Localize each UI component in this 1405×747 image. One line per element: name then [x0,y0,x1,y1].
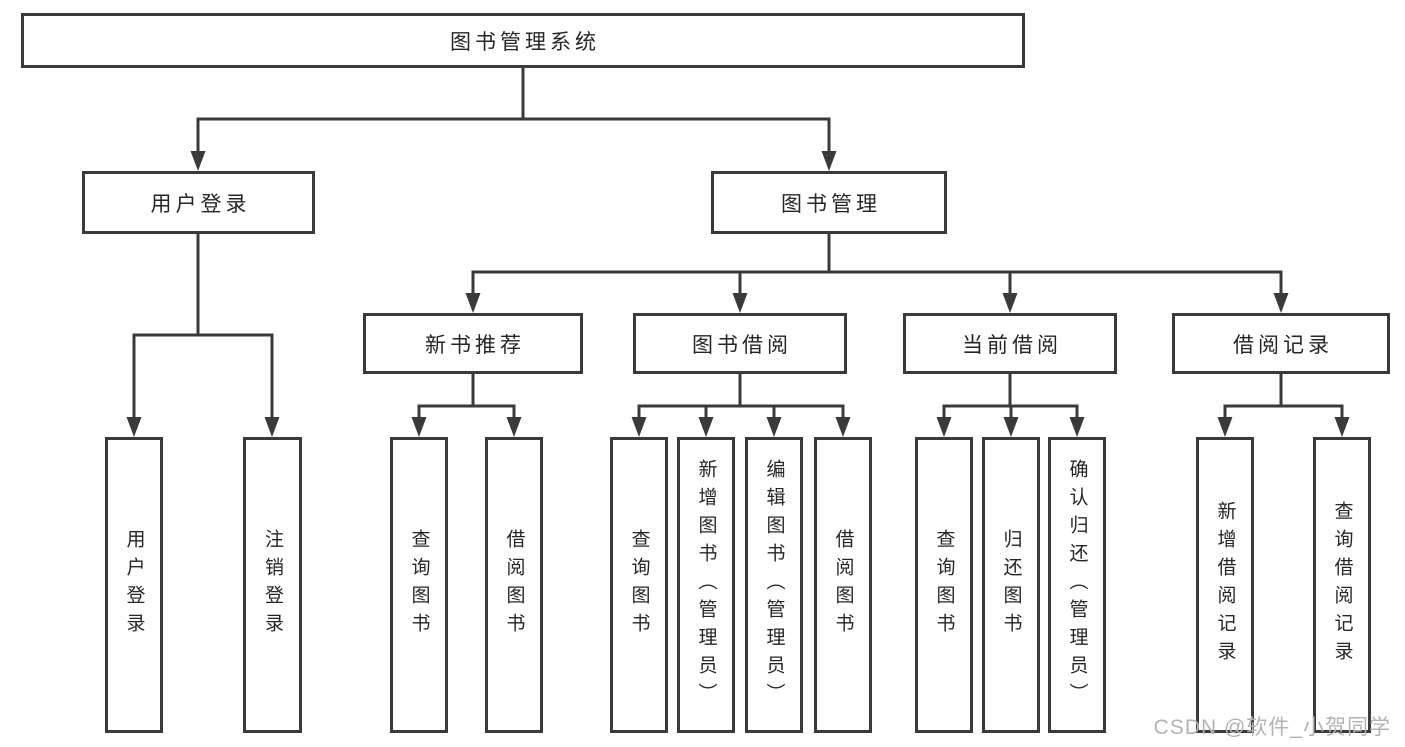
leaf-edit-books-admin: 编辑图书（管理员） [745,437,803,733]
leaf-return-books: 归还图书 [982,437,1040,733]
node-current-borrowing: 当前借阅 [903,313,1117,374]
connector-current-borrowing-children [936,372,1085,437]
leaf-borrow-books-recommend: 借阅图书 [485,437,543,733]
leaf-add-borrow-record-label: 新增借阅记录 [1214,501,1236,669]
node-book-borrowing: 图书借阅 [633,313,847,374]
leaf-query-books-current-label: 查询图书 [933,529,955,641]
leaf-confirm-return-admin-label: 确认归还（管理员） [1066,459,1088,711]
leaf-edit-books-admin-label: 编辑图书（管理员） [763,459,785,711]
node-root-label: 图书管理系统 [450,30,600,54]
node-book-management-label: 图书管理 [781,192,881,216]
csdn-watermark: CSDN @软件_小贺同学 [1153,716,1391,739]
node-user-login-label: 用户登录 [150,192,251,216]
leaf-add-books-admin: 新增图书（管理员） [677,437,735,733]
connector-borrowing-records-children [1217,372,1350,437]
connector-new-book-recommend-children [411,372,522,437]
node-new-book-recommend: 新书推荐 [363,313,583,374]
leaf-add-books-admin-label: 新增图书（管理员） [695,459,717,711]
node-user-login: 用户登录 [82,171,315,234]
leaf-query-borrow-record: 查询借阅记录 [1313,437,1371,733]
leaf-logout-label: 注销登录 [262,529,283,641]
leaf-query-books-borrowing-label: 查询图书 [628,529,650,641]
connector-book-borrowing-children [631,372,851,437]
node-book-borrowing-label: 图书借阅 [692,333,792,357]
node-new-book-recommend-label: 新书推荐 [425,333,525,357]
leaf-query-books-recommend-label: 查询图书 [408,529,430,641]
connector-root-children [190,66,837,171]
leaf-query-borrow-record-label: 查询借阅记录 [1331,501,1353,669]
node-borrowing-records: 借阅记录 [1172,313,1390,374]
leaf-query-books-borrowing: 查询图书 [610,437,668,733]
connector-book-management-children [465,232,1289,313]
leaf-borrow-books-recommend-label: 借阅图书 [503,529,525,641]
leaf-logout: 注销登录 [243,437,302,733]
leaf-query-books-current: 查询图书 [915,437,973,733]
node-book-management: 图书管理 [711,171,947,234]
connector-user-login-children [126,232,280,437]
node-current-borrowing-label: 当前借阅 [962,333,1062,357]
leaf-user-login: 用户登录 [105,437,163,733]
leaf-user-login-label: 用户登录 [123,529,145,641]
leaf-borrow-books-label: 借阅图书 [832,529,854,641]
leaf-return-books-label: 归还图书 [1000,529,1022,641]
leaf-confirm-return-admin: 确认归还（管理员） [1048,437,1106,733]
leaf-borrow-books: 借阅图书 [814,437,872,733]
node-root: 图书管理系统 [21,13,1025,68]
node-borrowing-records-label: 借阅记录 [1233,333,1333,357]
leaf-add-borrow-record: 新增借阅记录 [1196,437,1254,733]
leaf-query-books-recommend: 查询图书 [390,437,448,733]
